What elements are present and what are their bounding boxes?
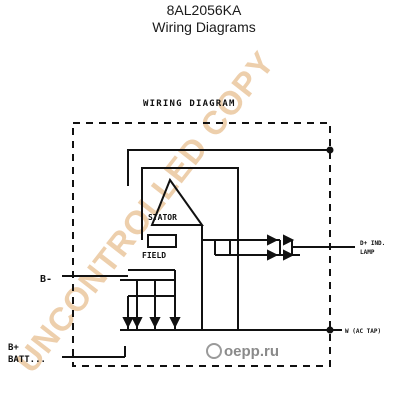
diode-4 bbox=[283, 249, 295, 261]
oepp-logo: oepp.ru bbox=[206, 343, 279, 360]
diagram-heading: WIRING DIAGRAM bbox=[143, 99, 236, 109]
label-stator: STATOR bbox=[148, 213, 177, 222]
wire-regulator-loop bbox=[141, 167, 239, 240]
wire-top bbox=[127, 149, 330, 186]
label-b-plus: B+ bbox=[8, 343, 19, 353]
oepp-logo-text: oepp.ru bbox=[224, 343, 279, 360]
label-d-plus-ind: D+ IND. bbox=[360, 240, 385, 247]
label-lamp: LAMP bbox=[360, 249, 375, 256]
diode-2 bbox=[283, 234, 295, 246]
rect-diode-4 bbox=[169, 317, 181, 329]
label-field: FIELD bbox=[142, 251, 166, 260]
rect-diode-2 bbox=[131, 317, 143, 329]
stator-triangle bbox=[150, 177, 204, 226]
label-w-ac-tap: W (AC TAP) bbox=[345, 328, 381, 335]
part-number: 8AL2056KA bbox=[166, 2, 242, 18]
field-coil bbox=[147, 234, 177, 248]
label-battery: BATT... bbox=[8, 355, 46, 365]
diagram-subtitle: Wiring Diagrams bbox=[152, 19, 256, 35]
oepp-logo-icon bbox=[206, 343, 222, 359]
rect-diode-1 bbox=[122, 317, 134, 329]
diode-1 bbox=[267, 234, 279, 246]
diode-3 bbox=[267, 249, 279, 261]
alternator-housing bbox=[72, 122, 331, 367]
rect-diode-3 bbox=[149, 317, 161, 329]
label-b-minus: B- bbox=[40, 274, 52, 285]
junction-top bbox=[326, 146, 334, 154]
